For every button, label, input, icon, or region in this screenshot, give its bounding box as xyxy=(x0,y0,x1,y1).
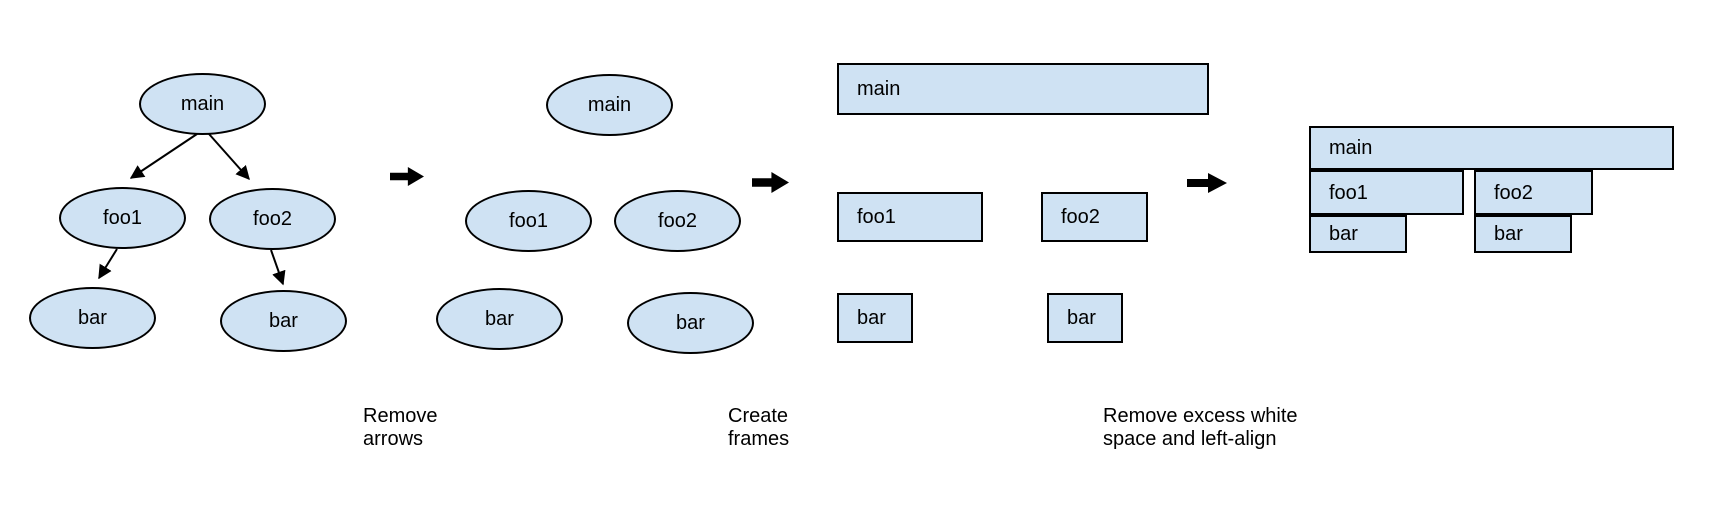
frame-main: main xyxy=(837,63,1209,115)
tree-node-bar-left: bar xyxy=(29,287,156,349)
step-label-remove-arrows: Remove arrows xyxy=(363,405,437,451)
step-label-line: arrows xyxy=(363,428,424,450)
tree-node-bar-right: bar xyxy=(220,290,347,352)
step-label-left-align: Remove excess white space and left-align xyxy=(1103,405,1298,451)
step-label-line: Remove excess white xyxy=(1103,405,1298,427)
step-arrow-icon xyxy=(752,172,789,193)
frame-foo2: foo2 xyxy=(1041,192,1148,242)
flame-frame-foo2: foo2 xyxy=(1474,170,1593,215)
noarrows-node-bar-left: bar xyxy=(436,288,563,350)
flame-frame-foo1: foo1 xyxy=(1309,170,1464,215)
frame-bar-left: bar xyxy=(837,293,913,343)
step-label-line: Remove xyxy=(363,405,438,427)
step-arrow-icon xyxy=(1187,173,1227,193)
flame-frame-bar-left: bar xyxy=(1309,215,1407,253)
flame-frame-bar-right: bar xyxy=(1474,215,1572,253)
step-arrow-icon xyxy=(390,167,424,186)
tree-node-foo1: foo1 xyxy=(59,187,186,249)
noarrows-node-bar-right: bar xyxy=(627,292,754,354)
noarrows-node-main: main xyxy=(546,74,673,136)
tree-edge-main-foo2 xyxy=(208,133,250,181)
step-label-line: space and left-align xyxy=(1103,428,1277,450)
tree-edge-main-foo1 xyxy=(129,133,198,179)
noarrows-node-foo2: foo2 xyxy=(614,190,741,252)
tree-edge-foo2-bar xyxy=(270,249,286,286)
step-label-line: Create xyxy=(728,405,789,427)
frame-bar-right: bar xyxy=(1047,293,1123,343)
tree-edge-foo1-bar xyxy=(98,248,118,280)
tree-node-main: main xyxy=(139,73,266,135)
step-label-line: frames xyxy=(728,428,790,450)
flame-frame-main: main xyxy=(1309,126,1674,170)
frame-foo1: foo1 xyxy=(837,192,983,242)
step-label-create-frames: Create frames xyxy=(728,405,789,451)
noarrows-node-foo1: foo1 xyxy=(465,190,592,252)
tree-node-foo2: foo2 xyxy=(209,188,336,250)
